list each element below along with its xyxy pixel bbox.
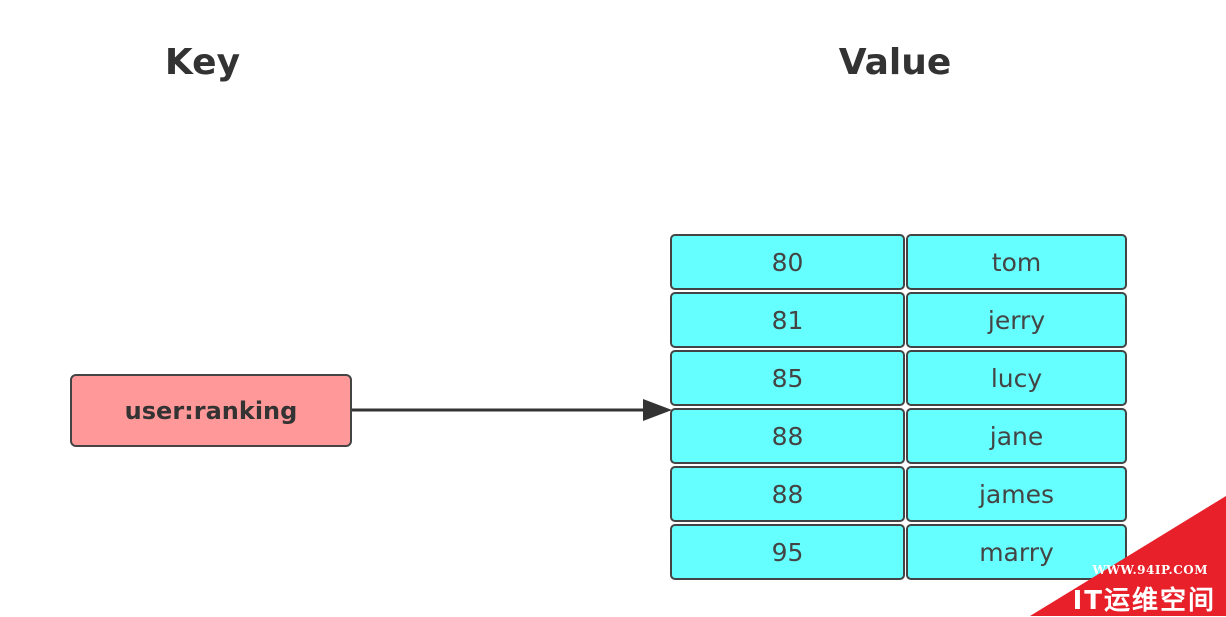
- table-row: 88 james: [670, 465, 1127, 523]
- member-cell: lucy: [906, 350, 1127, 406]
- member-cell: tom: [906, 234, 1127, 290]
- table-row: 85 lucy: [670, 349, 1127, 407]
- key-heading: Key: [164, 42, 241, 83]
- key-box: user:ranking: [70, 374, 352, 447]
- member-cell: marry: [906, 524, 1127, 580]
- member-cell: jane: [906, 408, 1127, 464]
- member-cell: jerry: [906, 292, 1127, 348]
- score-cell: 88: [670, 408, 905, 464]
- score-cell: 88: [670, 466, 905, 522]
- score-cell: 80: [670, 234, 905, 290]
- table-row: 88 jane: [670, 407, 1127, 465]
- value-heading: Value: [838, 42, 952, 83]
- score-cell: 85: [670, 350, 905, 406]
- table-row: 81 jerry: [670, 291, 1127, 349]
- score-cell: 81: [670, 292, 905, 348]
- table-row: 80 tom: [670, 233, 1127, 291]
- sorted-set-table: 80 tom 81 jerry 85 lucy 88 jane 88 james…: [670, 233, 1127, 581]
- key-box-label: user:ranking: [124, 396, 298, 425]
- table-row: 95 marry: [670, 523, 1127, 581]
- watermark-name: IT运维空间: [1072, 586, 1216, 616]
- member-cell: james: [906, 466, 1127, 522]
- arrow-head-icon: [643, 399, 672, 421]
- score-cell: 95: [670, 524, 905, 580]
